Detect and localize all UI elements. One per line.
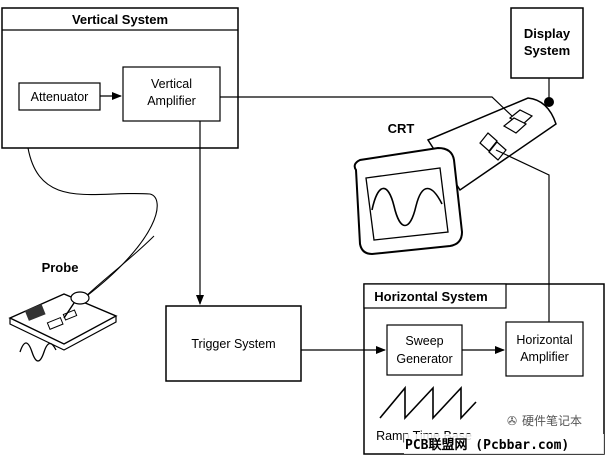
- probe-tip-icon: [70, 291, 90, 305]
- probe-cable: [27, 147, 158, 299]
- probe: Probe: [8, 147, 158, 362]
- wechat-icon: ✇: [507, 414, 517, 428]
- chip-icon: [24, 303, 46, 321]
- vertical-system-frame: [1, 7, 239, 149]
- input-signal-icon: [19, 342, 57, 362]
- vertical-system-title: Vertical System: [72, 12, 168, 27]
- trigger-system-block: [165, 305, 302, 382]
- circuit-board-edge: [9, 316, 117, 351]
- sweep-generator-label-line2: Generator: [396, 352, 452, 366]
- watermark-site-bg: [404, 434, 604, 454]
- crt-screen: [365, 167, 449, 241]
- vertical-amplifier-label-line2: Amplifier: [147, 94, 196, 108]
- vertical-deflection-plate-2: [502, 117, 528, 134]
- trigger-system: Trigger System: [165, 121, 386, 382]
- vertical-system: Vertical System Attenuator Vertical Ampl…: [1, 7, 239, 149]
- display-system-label-line1: Display: [524, 26, 571, 41]
- watermark-site: PCB联盟网 (Pcbbar.com): [405, 437, 569, 453]
- crt-waveform-icon: [371, 187, 443, 227]
- sweep-generator-block: [386, 324, 463, 376]
- probe-label: Probe: [42, 260, 79, 275]
- horizontal-amplifier-label-line2: Amplifier: [520, 350, 569, 364]
- trigger-system-label: Trigger System: [191, 337, 275, 351]
- display-system-label-line2: System: [524, 43, 570, 58]
- ramp-waveform-icon: [379, 385, 477, 421]
- vertical-amp-to-crt-line: [220, 96, 513, 117]
- horizontal-amplifier-label-line1: Horizontal: [516, 333, 572, 347]
- vertical-amplifier-block: [122, 66, 221, 122]
- attenuator-block: [18, 82, 101, 111]
- circuit-board: [8, 293, 118, 345]
- display-system-block: [510, 7, 584, 79]
- horizontal-deflection-plate-1: [479, 132, 498, 152]
- crt: CRT: [353, 97, 557, 256]
- display-connector-dot: [544, 97, 554, 107]
- probe-cable-2: [81, 235, 155, 301]
- horizontal-system-title-box: [363, 283, 507, 309]
- display-system: Display System: [510, 7, 584, 107]
- sweep-generator-label-line1: Sweep: [405, 334, 443, 348]
- horizontal-system-title: Horizontal System: [374, 289, 487, 304]
- watermark: ✇ 硬件笔记本 PCB联盟网 (Pcbbar.com): [404, 412, 604, 454]
- horizontal-amp-to-crt-line: [495, 149, 550, 322]
- vertical-amplifier-label-line1: Vertical: [151, 77, 192, 91]
- crt-label: CRT: [388, 121, 415, 136]
- watermark-account: 硬件笔记本: [522, 413, 582, 428]
- attenuator-label: Attenuator: [31, 90, 89, 104]
- component-icon: [46, 316, 64, 330]
- probe-needle: [63, 302, 75, 319]
- watermark-account-bg: [502, 412, 602, 430]
- horizontal-amplifier-block: [505, 321, 584, 377]
